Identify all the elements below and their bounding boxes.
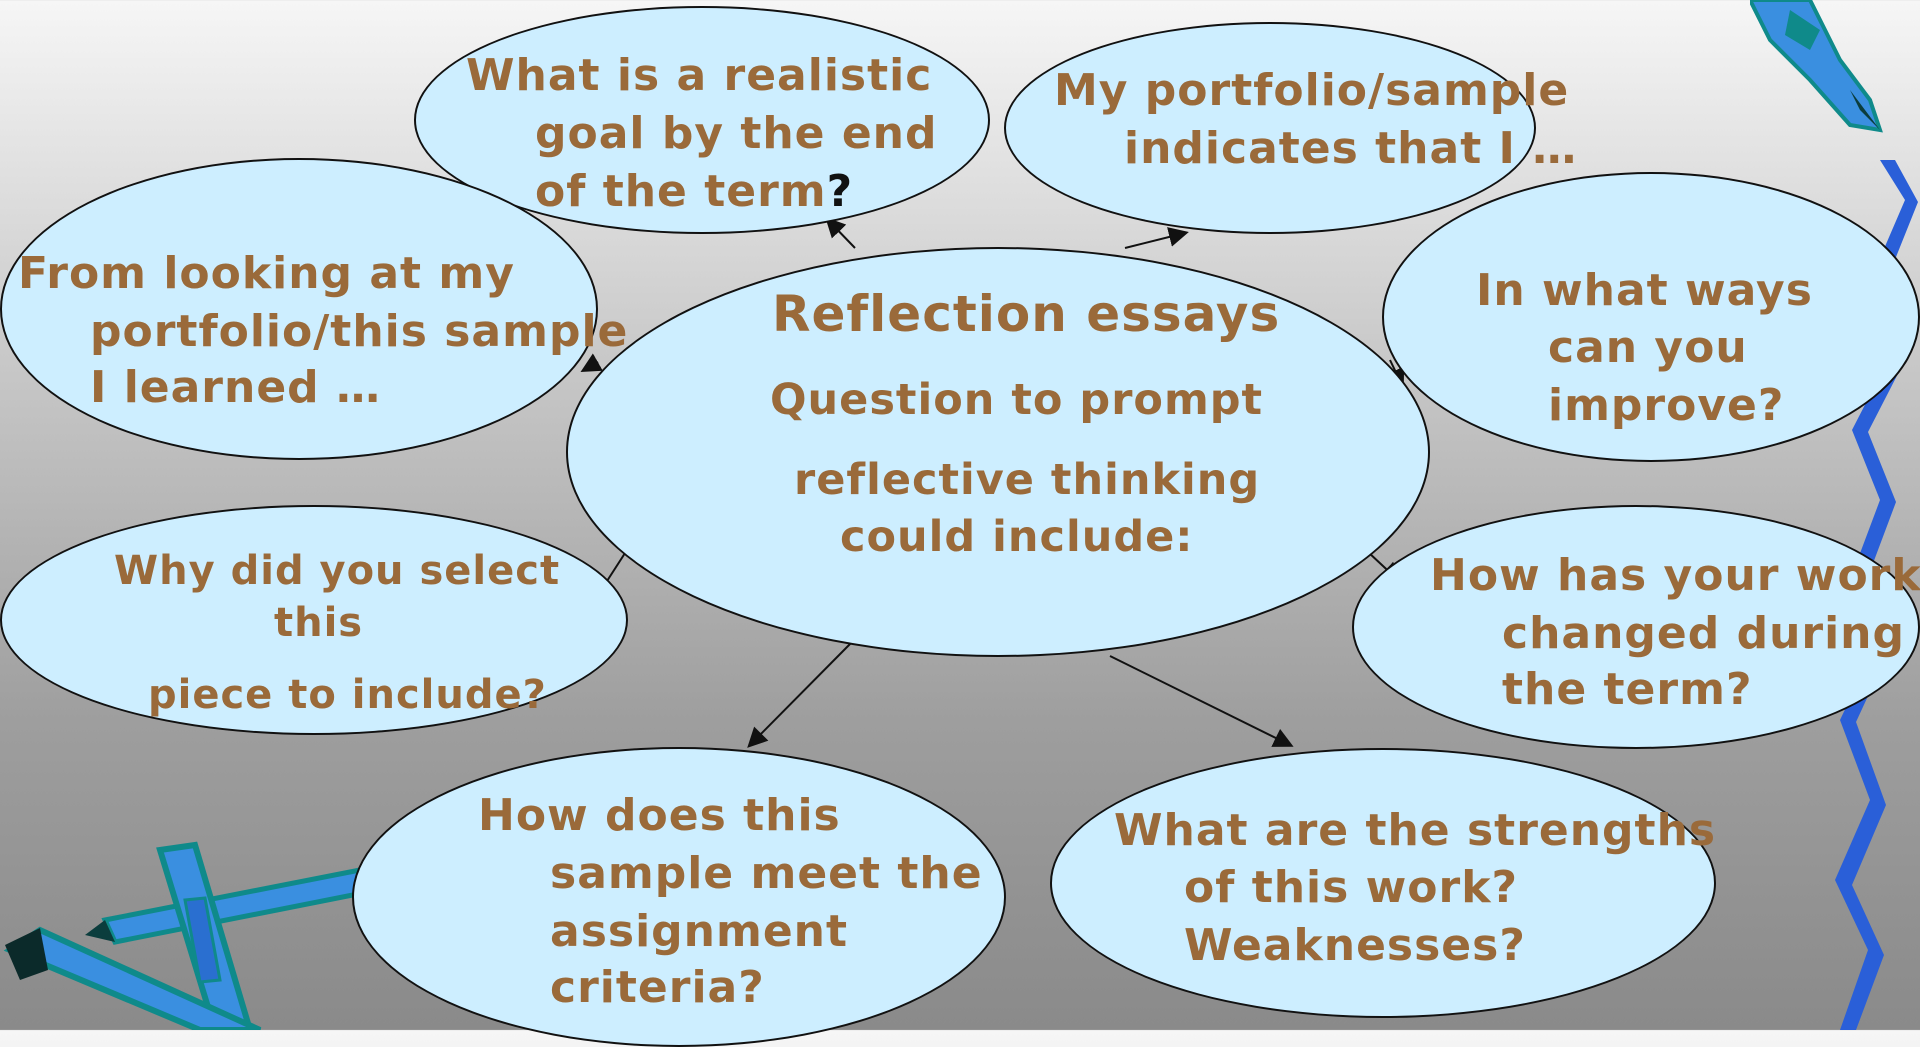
- improve-line-2: can you: [1548, 322, 1748, 373]
- criteria-line-3: assignment: [550, 906, 849, 957]
- goal-line-3: of the term?: [535, 166, 854, 217]
- bubble-learned: [0, 158, 598, 460]
- arrow-to-indicates: [1124, 227, 1189, 249]
- bubble-indicates: [1004, 22, 1536, 234]
- changed-line-3: the term?: [1502, 664, 1753, 715]
- criteria-line-1: How does this: [478, 790, 841, 841]
- why-line-3: piece to include?: [148, 672, 547, 718]
- learned-line-1: From looking at my: [18, 248, 515, 299]
- indicates-line-1: My portfolio/sample: [1054, 65, 1570, 116]
- improve-line-3: improve?: [1548, 380, 1785, 431]
- bubble-why-select: [0, 505, 628, 735]
- learned-line-2: portfolio/this sample: [90, 306, 629, 357]
- question-mark: ?: [826, 166, 854, 217]
- criteria-line-2: sample meet the: [550, 848, 983, 899]
- why-line-2: this: [274, 600, 364, 646]
- changed-line-1: How has your work: [1430, 550, 1920, 601]
- center-line-1: Question to prompt: [770, 375, 1264, 425]
- indicates-line-2: indicates that I …: [1124, 123, 1578, 174]
- center-line-2: reflective thinking: [794, 455, 1261, 505]
- arrow-to-goal: [825, 217, 856, 249]
- strengths-line-1: What are the strengths: [1114, 805, 1717, 856]
- bubble-criteria: [352, 747, 1006, 1047]
- learned-line-3: I learned …: [90, 362, 381, 413]
- center-title: Reflection essays: [772, 285, 1281, 343]
- pen-icon: [1750, 0, 1883, 133]
- bubble-strengths: [1050, 748, 1716, 1018]
- why-line-1: Why did you select: [114, 548, 561, 594]
- center-line-3: could include:: [840, 512, 1194, 562]
- pencil-icon: [3, 841, 372, 1030]
- center-bubble: [566, 247, 1430, 657]
- bubble-realistic-goal: [414, 6, 990, 234]
- goal-line-2: goal by the end: [535, 108, 938, 159]
- arrow-to-learned: [580, 353, 603, 372]
- strengths-line-2: of this work?: [1184, 862, 1518, 913]
- improve-line-1: In what ways: [1476, 265, 1813, 316]
- bubble-improve: [1382, 172, 1920, 462]
- changed-line-2: changed during: [1502, 608, 1905, 659]
- criteria-line-4: criteria?: [550, 962, 765, 1013]
- goal-line-1: What is a realistic: [466, 50, 933, 101]
- arrow-to-criteria: [747, 641, 853, 748]
- bubble-changed: [1352, 505, 1920, 749]
- strengths-line-3: Weaknesses?: [1184, 920, 1526, 971]
- arrow-to-strengths: [1109, 655, 1294, 747]
